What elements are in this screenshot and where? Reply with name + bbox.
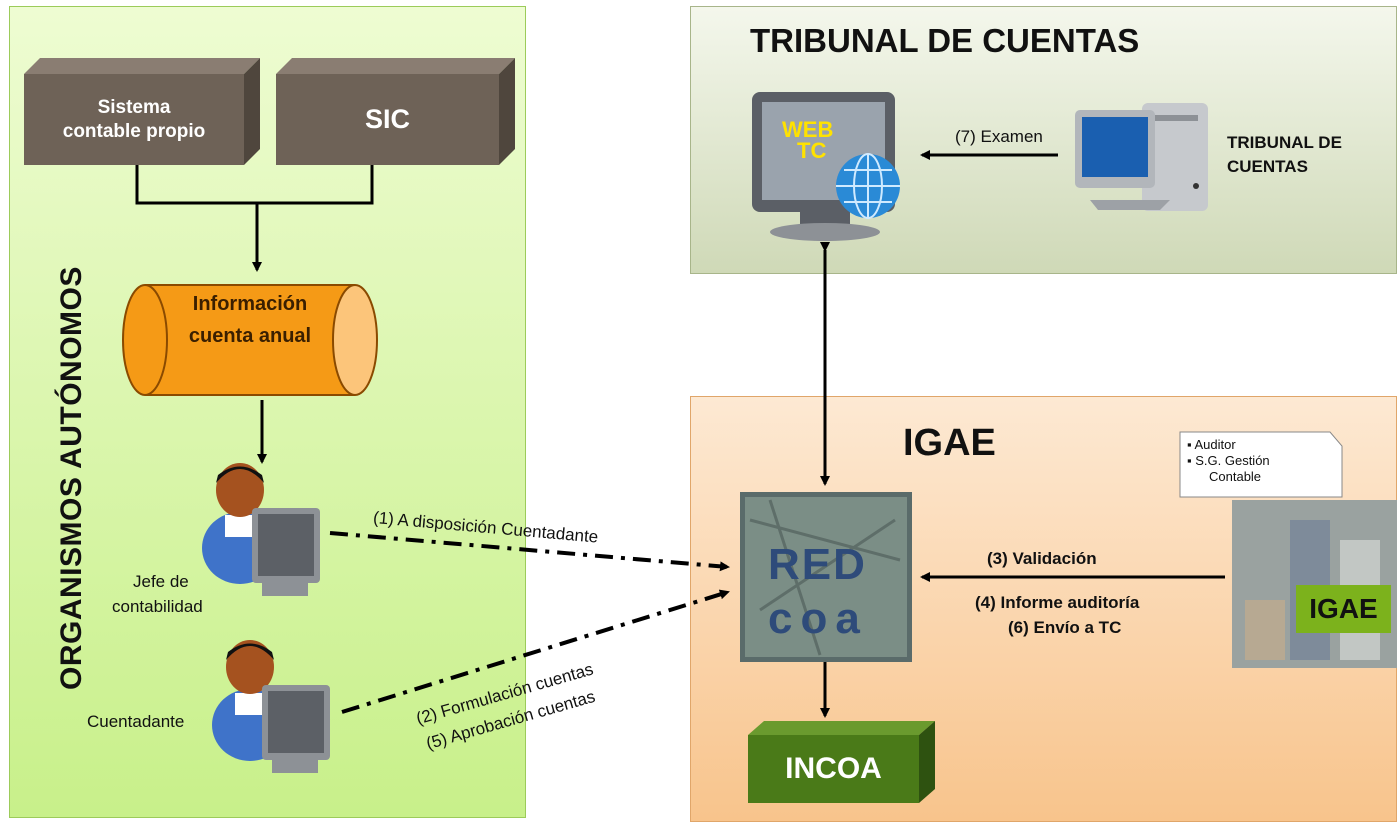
arrow-formulacion	[341, 589, 730, 714]
callout-list: ▪ Auditor ▪ S.G. Gestión Contable	[1187, 437, 1270, 485]
examen-label: (7) Examen	[955, 127, 1043, 146]
arrow-disposicion	[329, 531, 730, 572]
red-label: RED	[768, 540, 867, 589]
sistema-contable-label: Sistema contable propio	[62, 96, 206, 142]
callout-item-auditor: ▪ Auditor	[1187, 437, 1236, 452]
building-photo	[1232, 500, 1397, 668]
web-tc-monitor-icon	[752, 92, 900, 241]
cuentadante-label: Cuentadante	[87, 712, 185, 731]
coa-label: coa	[768, 594, 868, 643]
validacion-label: (3) Validación	[987, 549, 1097, 568]
jefe-label-1: Jefe de	[133, 572, 189, 591]
redcoa-logo	[740, 492, 912, 662]
sistema-contable-box: Sistema contable propio	[24, 74, 244, 165]
sic-label: SIC	[364, 104, 410, 134]
jefe-label-2: contabilidad	[112, 597, 203, 616]
informe-label: (4) Informe auditoría	[975, 593, 1140, 612]
merge-connector	[135, 165, 374, 270]
callout-item-sg: ▪ S.G. Gestión	[1187, 453, 1270, 468]
cuentadante-person-icon	[212, 640, 330, 773]
building-igae-label: IGAE	[1309, 593, 1378, 624]
tribunal-title: TRIBUNAL DE CUENTAS	[750, 22, 1140, 59]
envio-label: (6) Envío a TC	[1008, 618, 1122, 637]
tc-label: TC	[797, 138, 827, 163]
cylinder-label: Información cuenta anual	[188, 293, 312, 347]
tribunal-computer-label-1: TRIBUNAL DE	[1227, 133, 1342, 152]
jefe-person-icon	[202, 463, 320, 596]
web-label: WEB	[782, 117, 834, 142]
tribunal-computer-label-2: CUENTAS	[1227, 157, 1308, 176]
tribunal-computer-icon	[1075, 103, 1208, 211]
callout-box	[1179, 431, 1343, 498]
callout-item-contable: Contable	[1209, 469, 1262, 484]
sic-box: SIC	[276, 74, 499, 165]
incoa-box: INCOA	[785, 752, 882, 785]
igae-title: IGAE	[903, 422, 996, 464]
